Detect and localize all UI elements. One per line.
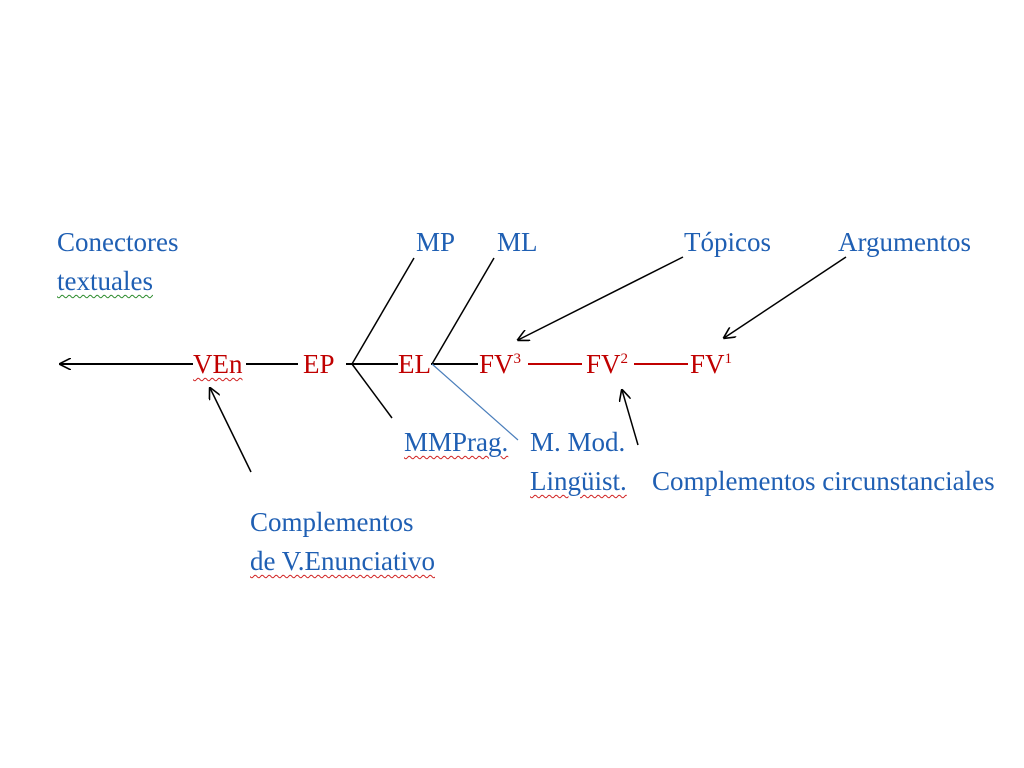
arrow-topicos-to-fv3 bbox=[518, 256, 684, 340]
label-conectores-line2: textuales bbox=[57, 266, 153, 296]
label-mmod-line2: Lingüist. bbox=[530, 466, 627, 496]
label-complementos-circunstanciales: Complementos circunstanciales bbox=[652, 466, 995, 496]
label-topicos: Tópicos bbox=[684, 227, 771, 257]
arrow-complementos-to-ven bbox=[210, 388, 252, 473]
label-ml: ML bbox=[497, 227, 538, 257]
branch-el-ml bbox=[431, 257, 495, 365]
label-complementos-line2: de V.Enunciativo bbox=[250, 546, 435, 576]
chain-node-fv1: FV1 bbox=[690, 349, 733, 379]
chain-node-ven: VEn bbox=[193, 349, 243, 379]
chain-node-fv3: FV3 bbox=[479, 349, 522, 379]
arrow-argumentos-to-fv1 bbox=[724, 256, 847, 338]
branch-ep-mmprag bbox=[351, 363, 393, 419]
label-conectores-line1: Conectores bbox=[57, 227, 179, 257]
chain-node-el: EL bbox=[398, 349, 431, 379]
label-complementos-line1: Complementos bbox=[250, 507, 414, 537]
branch-el-mmod bbox=[431, 363, 519, 441]
branch-ep-mp bbox=[351, 257, 415, 365]
label-mmprag: MMPrag. bbox=[404, 427, 509, 457]
label-argumentos: Argumentos bbox=[838, 227, 971, 257]
arrow-circunstanciales-to-fv2 bbox=[622, 390, 639, 446]
label-mp: MP bbox=[416, 227, 456, 257]
chain-node-fv2: FV2 bbox=[586, 349, 629, 379]
chain-node-ep: EP bbox=[303, 349, 335, 379]
label-mmod-line1: M. Mod. bbox=[530, 427, 626, 457]
